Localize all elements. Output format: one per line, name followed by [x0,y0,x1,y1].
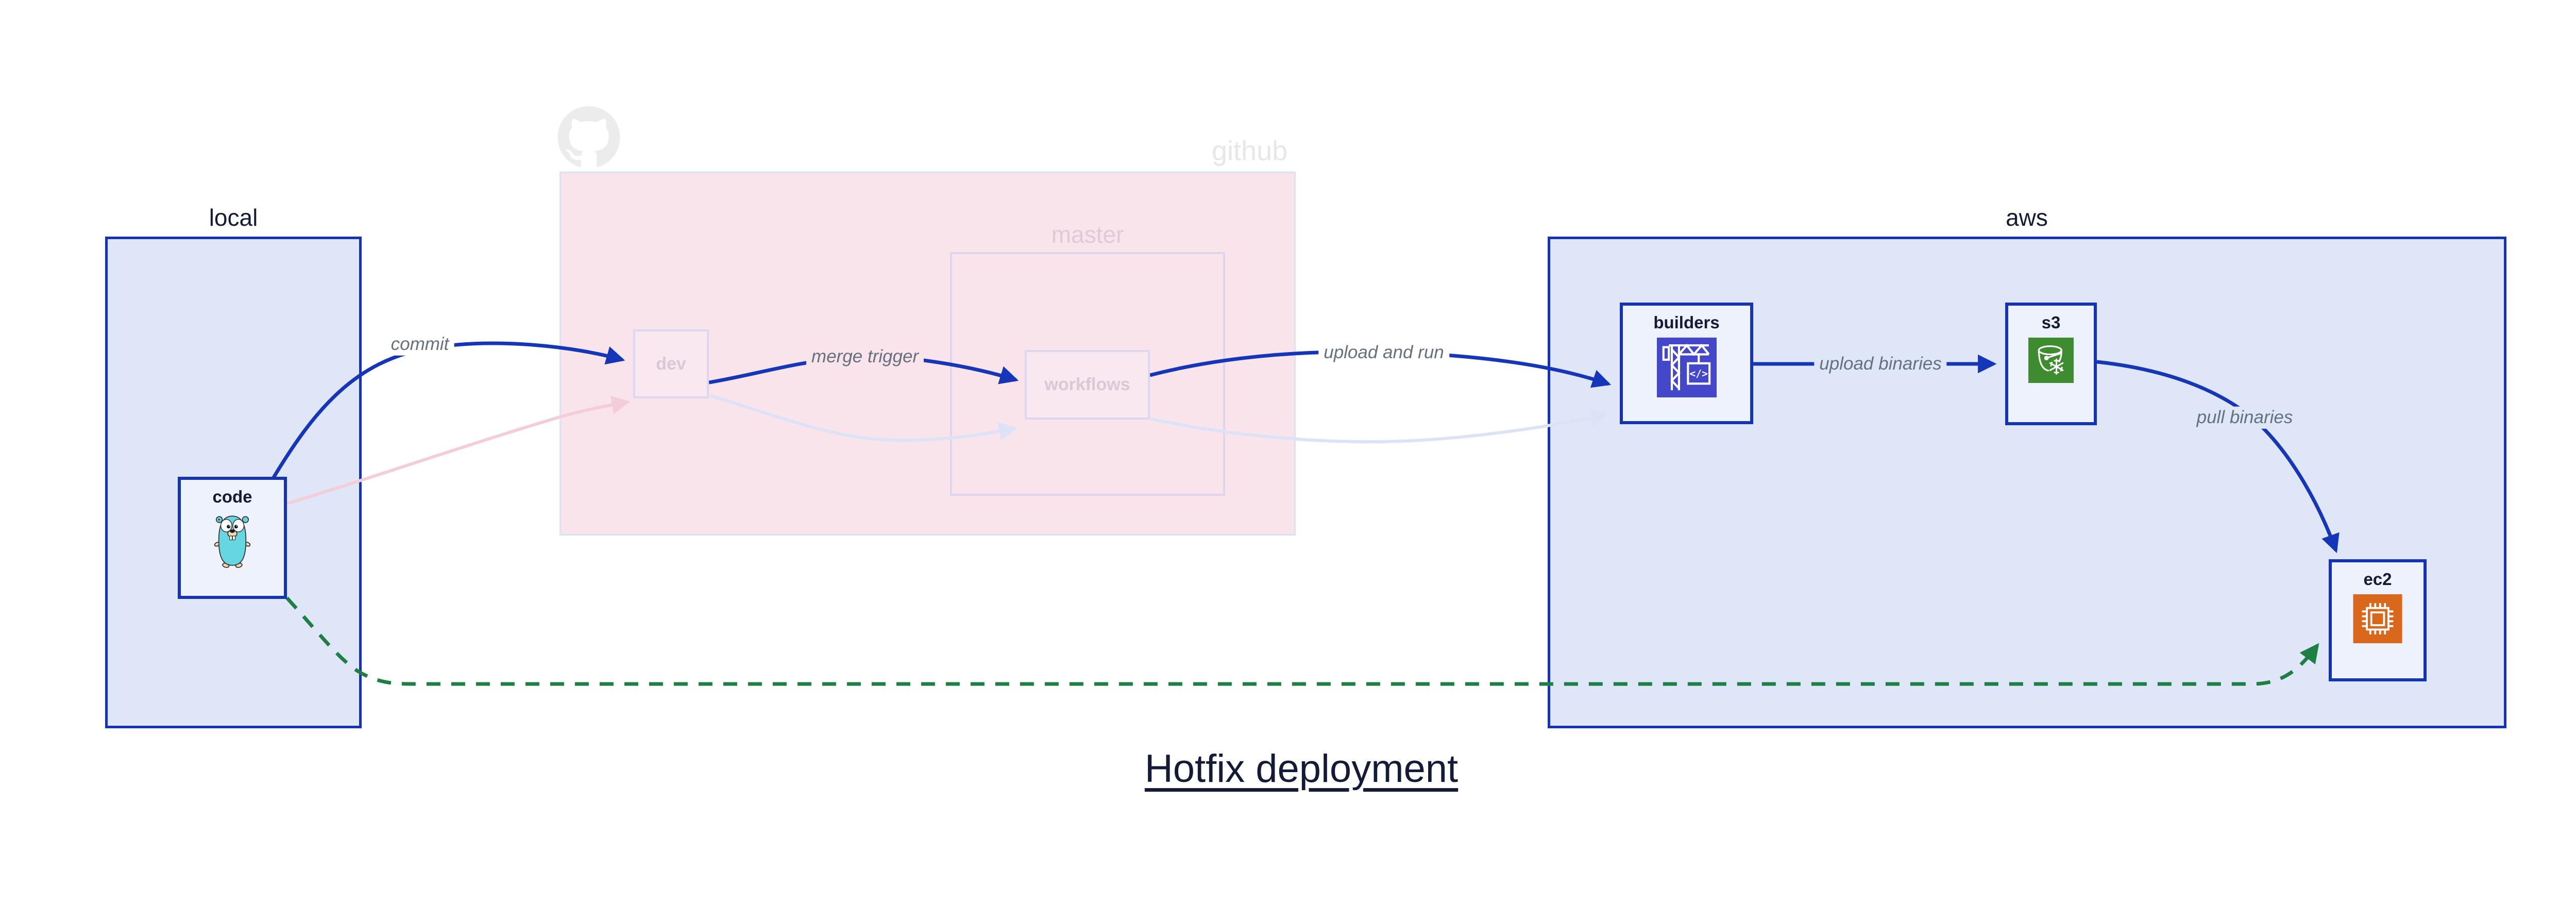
s3-node-label: s3 [2041,313,2061,332]
node-ec2: ec2 [2329,559,2427,681]
container-master [950,252,1225,496]
master-container-label: master [1051,221,1124,248]
edge-commit [272,341,625,479]
codebuild-crane-icon: </> [1656,338,1717,397]
edge-label-upload-binaries: upload binaries [1814,353,1947,375]
local-container-label: local [209,204,258,231]
builders-node-label: builders [1653,313,1720,332]
node-code: code [178,477,287,599]
workflows-node-label: workflows [1044,375,1130,394]
edge-label-upload-and-run: upload and run [1318,341,1449,364]
code-node-label: code [212,487,252,506]
edge-label-merge-trigger: merge trigger [806,345,924,368]
diagram-title: Hotfix deployment [1144,747,1459,791]
github-octocat-icon [557,106,620,168]
aws-container-label: aws [2006,204,2048,231]
edge-pull-binaries [2096,360,2340,554]
edge-label-pull-binaries: pull binaries [2191,406,2298,429]
edge-faded-workflows-to-builders [1149,409,1609,444]
edge-hotfix-code-to-ec2 [285,596,2319,686]
ec2-chip-icon [2353,594,2402,643]
dev-node-label: dev [656,354,686,374]
go-gopher-icon [214,515,251,568]
node-dev: dev [633,329,709,398]
edge-faded-code-to-dev [286,395,631,505]
node-s3: s3 [2005,303,2097,425]
node-workflows: workflows [1025,350,1150,420]
github-container-label: github [1212,136,1288,166]
codebuild-code-glyph: </> [1689,368,1708,380]
edge-label-commit: commit [385,333,454,356]
edge-faded-dev-to-workflows [709,394,1018,442]
s3-glacier-bucket-icon [2028,338,2074,383]
ec2-node-label: ec2 [2363,570,2392,589]
node-builders: builders </> [1620,303,1753,424]
